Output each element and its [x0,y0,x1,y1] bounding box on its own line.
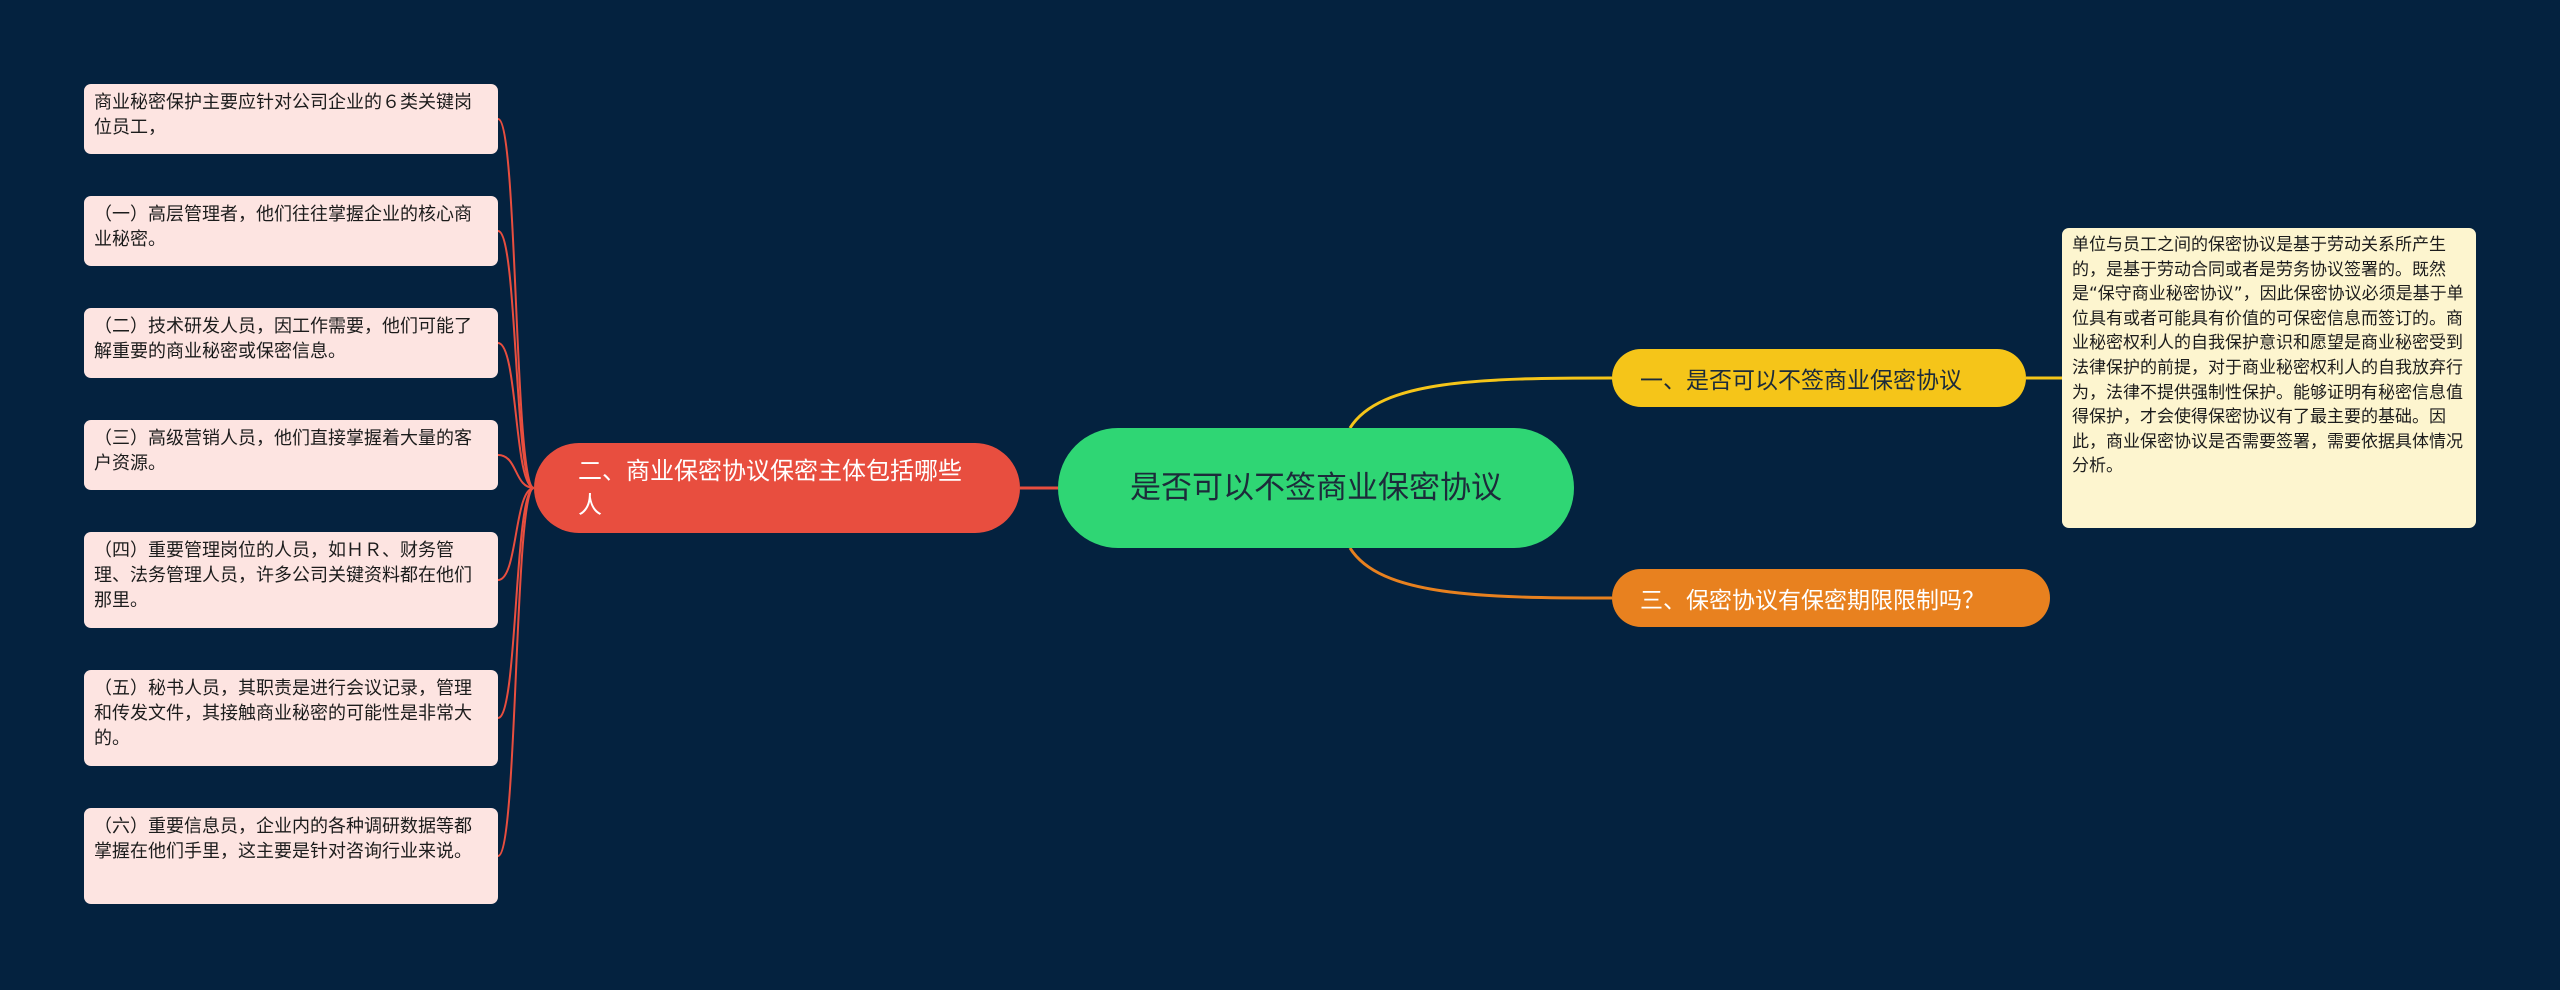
branch-2-item-2[interactable]: （二）技术研发人员，因工作需要，他们可能了解重要的商业秘密或保密信息。 [84,308,498,378]
connector-branch-2-item-2 [497,342,535,489]
connector-center-to-branch-1 [1348,376,1613,429]
branch-2-item-text: 商业秘密保护主要应针对公司企业的６类关键岗位员工， [94,92,472,138]
connector-branch-2-item-1 [497,230,535,489]
connector-branch-2-item-4 [497,487,535,581]
branch-2-item-3[interactable]: （三）高级营销人员，他们直接掌握着大量的客户资源。 [84,420,498,490]
branch-1-topic[interactable]: 一、是否可以不签商业保密协议 [1612,349,2026,407]
center-topic-label: 是否可以不签商业保密协议 [1130,470,1502,506]
branch-1-detail-note[interactable]: 单位与员工之间的保密协议是基于劳动关系所产生的，是基于劳动合同或者是劳务协议签署… [2062,228,2476,528]
connector-branch-2-item-5 [497,487,535,719]
branch-2-topic[interactable]: 二、商业保密协议保密主体包括哪些人 [534,443,1020,533]
branch-3-topic[interactable]: 三、保密协议有保密期限限制吗？ [1612,569,2050,627]
connector-branch-2-item-0 [497,118,535,489]
branch-2-item-text: （三）高级营销人员，他们直接掌握着大量的客户资源。 [94,428,472,474]
connector-branch-2-item-3 [497,454,535,489]
branch-2-item-4[interactable]: （四）重要管理岗位的人员，如ＨＲ、财务管理、法务管理人员，许多公司关键资料都在他… [84,532,498,628]
branch-2-item-text: （二）技术研发人员，因工作需要，他们可能了解重要的商业秘密或保密信息。 [94,316,472,362]
center-topic[interactable]: 是否可以不签商业保密协议 [1058,428,1574,548]
branch-2-item-text: （六）重要信息员，企业内的各种调研数据等都掌握在他们手里，这主要是针对咨询行业来… [94,816,472,862]
connector-center-to-branch-3 [1348,547,1613,600]
branch-2-label: 二、商业保密协议保密主体包括哪些人 [578,457,962,519]
branch-2-item-6[interactable]: （六）重要信息员，企业内的各种调研数据等都掌握在他们手里，这主要是针对咨询行业来… [84,808,498,904]
connector-branch-2-item-6 [497,487,535,857]
connector-branch-2-to-items [497,118,535,857]
branch-2-item-1[interactable]: （一）高层管理者，他们往往掌握企业的核心商业秘密。 [84,196,498,266]
branch-3-label: 三、保密协议有保密期限限制吗？ [1640,588,1985,614]
branch-2-item-5[interactable]: （五）秘书人员，其职责是进行会议记录，管理和传发文件，其接触商业秘密的可能性是非… [84,670,498,766]
branch-1-label: 一、是否可以不签商业保密协议 [1640,368,1962,394]
branch-1-detail-text: 单位与员工之间的保密协议是基于劳动关系所产生的，是基于劳动合同或者是劳务协议签署… [2072,235,2464,477]
branch-2-item-text: （一）高层管理者，他们往往掌握企业的核心商业秘密。 [94,204,472,250]
branch-2-item-0[interactable]: 商业秘密保护主要应针对公司企业的６类关键岗位员工， [84,84,498,154]
branch-2-item-text: （五）秘书人员，其职责是进行会议记录，管理和传发文件，其接触商业秘密的可能性是非… [94,678,472,749]
branch-2-item-text: （四）重要管理岗位的人员，如ＨＲ、财务管理、法务管理人员，许多公司关键资料都在他… [94,540,472,611]
